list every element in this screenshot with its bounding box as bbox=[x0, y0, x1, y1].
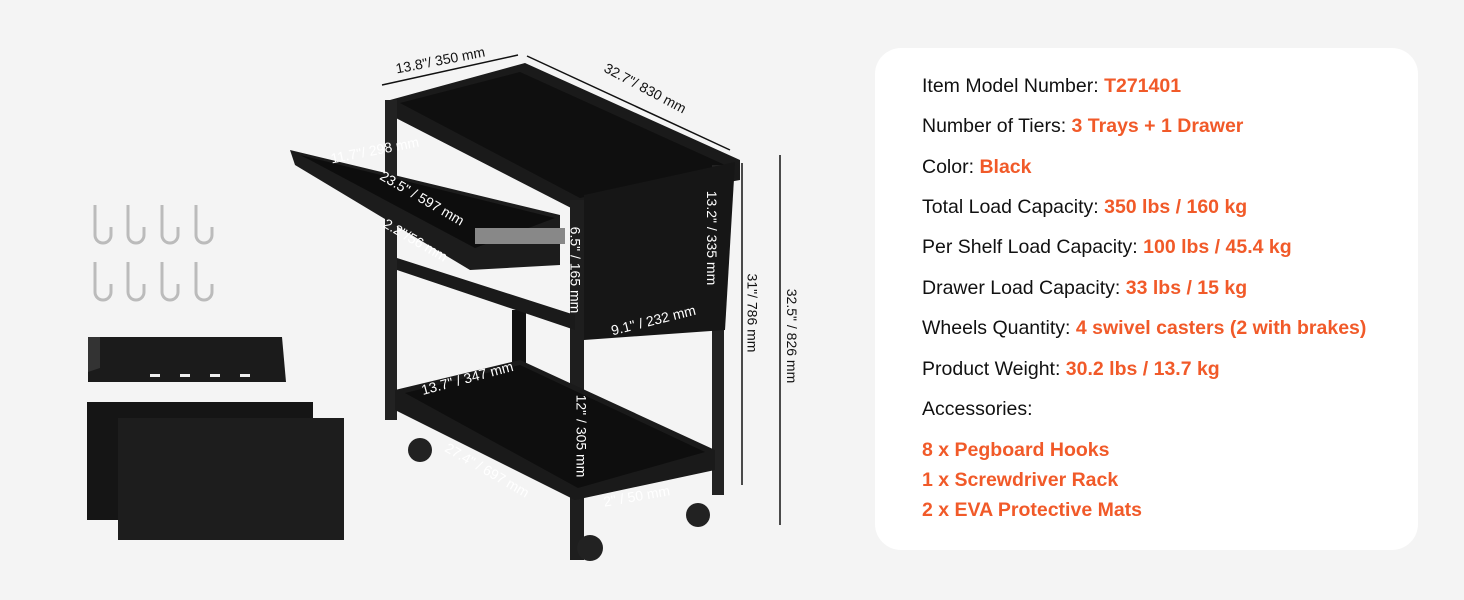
eva-mat-front bbox=[118, 418, 344, 540]
spec-total-load: Total Load Capacity: 350 lbs / 160 kg bbox=[922, 196, 1248, 218]
spec-panel: Item Model Number: T271401 Number of Tie… bbox=[875, 48, 1418, 550]
tool-cart bbox=[290, 54, 781, 561]
spec-color: Color: Black bbox=[922, 156, 1032, 178]
accessory-item: 1 x Screwdriver Rack bbox=[922, 469, 1119, 491]
spec-shelf-load: Per Shelf Load Capacity: 100 lbs / 45.4 … bbox=[922, 236, 1292, 258]
dim-shelf-height: 31"/ 786 mm bbox=[744, 273, 761, 353]
screwdriver-rack bbox=[88, 337, 286, 382]
dim-lower-gap: 12" / 305 mm bbox=[573, 394, 590, 478]
pegboard-hooks bbox=[93, 205, 214, 302]
accessory-item: 8 x Pegboard Hooks bbox=[922, 439, 1110, 461]
spec-wheels: Wheels Quantity: 4 swivel casters (2 wit… bbox=[922, 317, 1367, 339]
accessory-item: 2 x EVA Protective Mats bbox=[922, 499, 1143, 521]
spec-tiers: Number of Tiers: 3 Trays + 1 Drawer bbox=[922, 115, 1244, 137]
dim-total-height: 32.5" / 826 mm bbox=[784, 288, 801, 384]
spec-model: Item Model Number: T271401 bbox=[922, 75, 1182, 97]
dim-middle-gap: 6.5" / 165 mm bbox=[567, 226, 584, 314]
spec-weight: Product Weight: 30.2 lbs / 13.7 kg bbox=[922, 358, 1220, 380]
spec-drawer-load: Drawer Load Capacity: 33 lbs / 15 kg bbox=[922, 277, 1248, 299]
accessories-label: Accessories: bbox=[922, 398, 1033, 420]
dim-pegboard-height: 13.2" / 335 mm bbox=[704, 190, 721, 286]
